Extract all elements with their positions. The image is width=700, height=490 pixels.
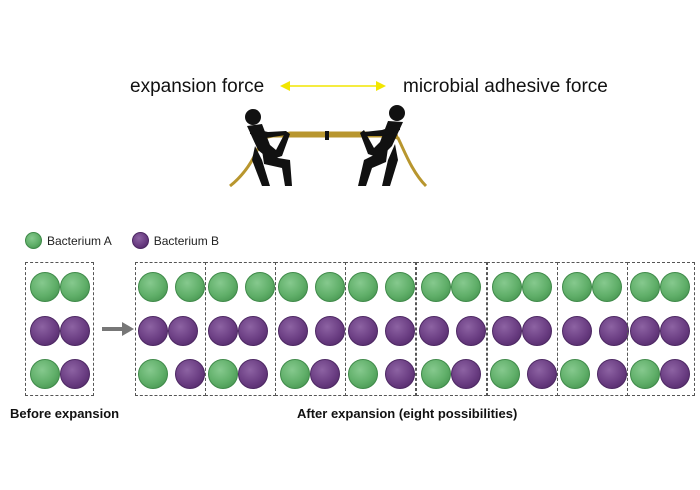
bacterium-a-cell <box>562 272 592 302</box>
bacterium-b-cell <box>30 316 60 346</box>
bacterium-a-cell <box>315 272 345 302</box>
bacterium-a-cell <box>208 359 238 389</box>
left-person-icon <box>245 109 292 186</box>
legend-item-bacterium-b: Bacterium B <box>131 232 220 249</box>
bacterium-a-cell <box>30 272 60 302</box>
bacterium-b-cell <box>60 316 90 346</box>
bacterium-b-cell <box>522 316 552 346</box>
bacterium-a-cell <box>348 359 378 389</box>
bacterium-b-cell <box>385 359 415 389</box>
bacterium-a-cell <box>660 272 690 302</box>
bacterium-b-cell <box>660 316 690 346</box>
bacterium-a-cell <box>175 272 205 302</box>
bacterium-b-cell <box>348 316 378 346</box>
bacterium-a-cell <box>451 272 481 302</box>
after-expansion-panel <box>135 262 206 396</box>
rope <box>229 131 428 188</box>
after-expansion-panel <box>416 262 487 396</box>
adhesive-force-label: microbial adhesive force <box>403 76 608 97</box>
bacterium-a-cell <box>592 272 622 302</box>
bacterium-b-cell <box>660 359 690 389</box>
bacterium-b-cell <box>492 316 522 346</box>
right-person-icon <box>358 105 405 186</box>
bacterium-b-cell <box>599 316 629 346</box>
after-expansion-panel <box>487 262 558 396</box>
before-expansion-panel <box>25 262 94 396</box>
tug-of-war-illustration <box>229 81 428 188</box>
bacterium-b-cell <box>238 316 268 346</box>
bacterium-a-cell <box>348 272 378 302</box>
bacterium-b-cell <box>630 316 660 346</box>
bacterium-b-cell <box>456 316 486 346</box>
bacterium-a-cell <box>278 272 308 302</box>
bacterium-a-cell <box>560 359 590 389</box>
bacterium-a-cell <box>208 272 238 302</box>
bacterium-a-cell <box>492 272 522 302</box>
bacterium-a-cell <box>30 359 60 389</box>
bacterium-a-cell <box>421 272 451 302</box>
bacterium-b-cell <box>385 316 415 346</box>
expansion-force-label: expansion force <box>130 76 265 97</box>
bacterium-a-cell <box>522 272 552 302</box>
bacterium-a-cell <box>630 272 660 302</box>
bacterium-b-cell <box>315 316 345 346</box>
after-expansion-caption: After expansion (eight possibilities) <box>297 406 518 421</box>
after-expansion-panel <box>205 262 276 396</box>
bacterium-b-cell <box>278 316 308 346</box>
before-expansion-caption: Before expansion <box>10 406 120 421</box>
after-expansion-panel <box>557 262 629 396</box>
bacterium-b-cell <box>562 316 592 346</box>
bacterium-a-cell <box>421 359 451 389</box>
bacterium-a-cell <box>138 272 168 302</box>
after-expansion-panel <box>275 262 346 396</box>
bacterium-b-cell <box>60 359 90 389</box>
bacterium-a-swatch <box>25 232 42 249</box>
bacterium-b-cell <box>451 359 481 389</box>
bacterium-b-cell <box>527 359 557 389</box>
bacterium-b-cell <box>238 359 268 389</box>
bacterium-a-cell <box>385 272 415 302</box>
bacterium-b-cell <box>175 359 205 389</box>
bacterium-a-cell <box>60 272 90 302</box>
bacterium-a-cell <box>630 359 660 389</box>
bacterium-b-cell <box>597 359 627 389</box>
after-expansion-panel <box>627 262 695 396</box>
bacterium-a-cell <box>490 359 520 389</box>
after-expansion-panel <box>345 262 416 396</box>
bacterium-b-cell <box>310 359 340 389</box>
bacterium-b-cell <box>168 316 198 346</box>
bacterium-a-cell <box>245 272 275 302</box>
bacterium-b-cell <box>138 316 168 346</box>
bacterium-a-cell <box>280 359 310 389</box>
bacterium-b-cell <box>419 316 449 346</box>
legend-item-bacterium-a: Bacterium A <box>25 232 112 249</box>
force-double-arrow <box>280 81 386 91</box>
bacterium-b-cell <box>208 316 238 346</box>
legend-label-bacterium-a: Bacterium A <box>47 233 112 248</box>
bacterium-b-swatch <box>131 232 149 249</box>
legend: Bacterium A Bacterium B <box>25 232 233 249</box>
right-arrow-icon <box>102 322 134 336</box>
bacterium-a-cell <box>138 359 168 389</box>
legend-label-bacterium-b: Bacterium B <box>153 233 220 248</box>
